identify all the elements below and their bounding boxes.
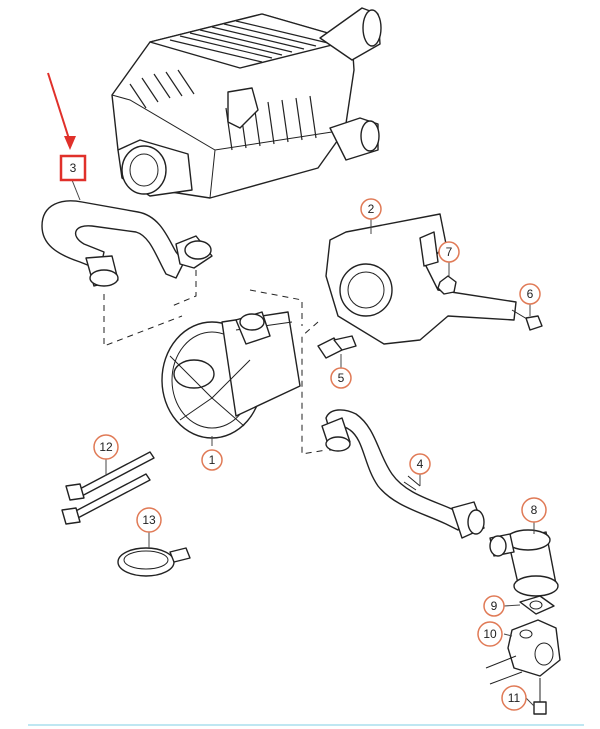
callout-label-11: 11 [508, 691, 521, 705]
gasket-part-9 [519, 595, 555, 615]
callout-4: 4 [409, 453, 431, 475]
callout-8: 8 [521, 497, 547, 523]
callout-label-12: 12 [99, 440, 113, 454]
callout-label-5: 5 [338, 371, 345, 385]
bolt-part-6 [511, 309, 543, 331]
callout-label-2: 2 [368, 202, 375, 216]
housing-ribs [129, 20, 329, 151]
callout-9: 9 [483, 595, 505, 617]
callout-label-4: 4 [417, 457, 424, 471]
clamp-part-13 [117, 547, 191, 577]
leader-lines [71, 179, 535, 707]
callout-label-13: 13 [142, 513, 156, 527]
air-pump-part-1 [161, 311, 301, 439]
assembly-lines [103, 270, 327, 455]
callout-6: 6 [519, 283, 541, 305]
valve-part-8 [489, 529, 559, 597]
callout-label-3: 3 [70, 161, 77, 175]
callout-5: 5 [330, 367, 352, 389]
connector-part-5 [317, 335, 357, 359]
cable-ties-part-12 [61, 451, 155, 525]
callout-10: 10 [477, 621, 503, 647]
callout-label-6: 6 [527, 287, 534, 301]
air-filter-housing [111, 7, 382, 199]
callout-7: 7 [438, 241, 460, 263]
flange-part-10 [485, 619, 561, 685]
callout-label-1: 1 [209, 453, 216, 467]
callout-3: 3 [59, 154, 87, 182]
callout-12: 12 [93, 434, 119, 460]
callout-label-7: 7 [446, 245, 453, 259]
screw-part-11 [533, 678, 547, 715]
callout-label-8: 8 [531, 503, 538, 517]
callout-13: 13 [136, 507, 162, 533]
callout-1: 1 [201, 449, 223, 471]
nut-part-7 [437, 275, 457, 295]
callout-11: 11 [501, 685, 527, 711]
bottom-divider [28, 724, 584, 726]
callout-label-9: 9 [491, 599, 498, 613]
highlight-arrow [47, 72, 76, 150]
callout-label-10: 10 [483, 627, 497, 641]
bracket-part-2 [325, 213, 517, 345]
hose-part-3 [41, 200, 213, 287]
pipe-part-4 [321, 409, 485, 539]
callout-2: 2 [360, 198, 382, 220]
